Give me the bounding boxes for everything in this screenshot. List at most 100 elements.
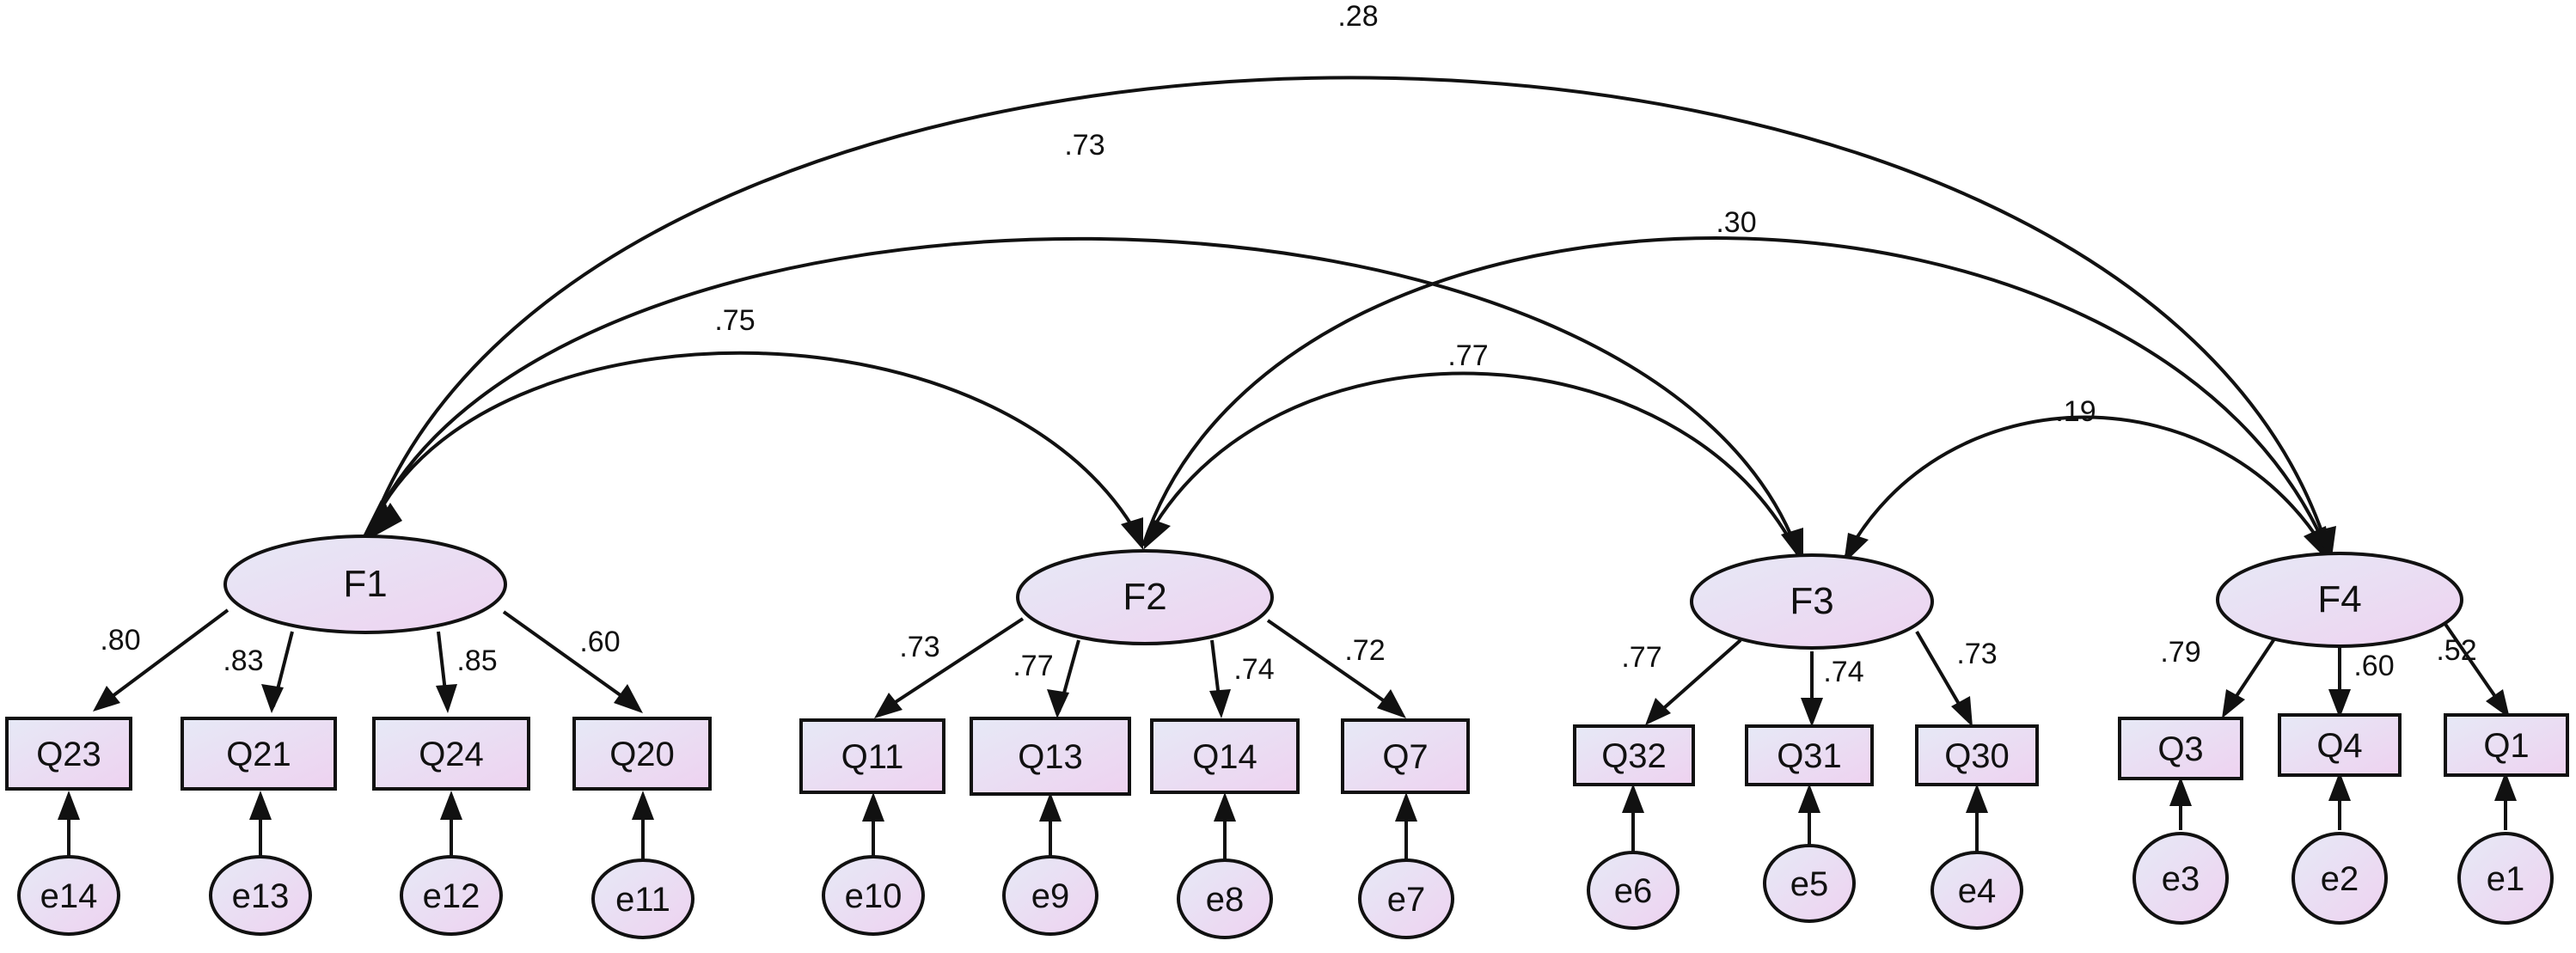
factor-label-F1: F1 — [343, 563, 387, 605]
indicator-box-Q4 — [2278, 713, 2402, 777]
error-label-e5: e5 — [1790, 865, 1829, 903]
error-node-e12 — [400, 855, 503, 936]
error-node-e7 — [1358, 858, 1454, 939]
loading-label-Q32: .77 — [1621, 641, 1661, 674]
indicator-box-Q30 — [1915, 724, 2039, 786]
loading-arrowheads — [93, 684, 2510, 727]
corr-arc-F1-F2 — [370, 351, 1145, 547]
corr-label-F3-F4: .19 — [2055, 395, 2096, 428]
error-head-e12 — [440, 791, 462, 820]
indicator-label-Q1: Q1 — [2483, 727, 2529, 765]
arrowhead-F2-right — [1143, 519, 1171, 550]
indicator-box-Q31 — [1745, 724, 1874, 786]
loading-labels: .80 .83 .85 .60 .73 .77 .74 .72 .77 .74 … — [100, 624, 2476, 688]
loading-arrow-Q32 — [1649, 638, 1742, 722]
indicator-box-Q21 — [181, 717, 337, 791]
corr-label-F1-F3: .73 — [1064, 129, 1104, 162]
indicator-label-Q4: Q4 — [2316, 727, 2362, 765]
error-head-e13 — [249, 791, 272, 820]
indicator-label-Q14: Q14 — [1192, 738, 1257, 776]
corr-label-F2-F4: .30 — [1716, 206, 1756, 239]
factor-node-F3 — [1690, 553, 1934, 650]
error-head-e4 — [1966, 784, 1988, 813]
factor-node-F2 — [1016, 549, 1274, 645]
loading-label-Q3: .79 — [2160, 636, 2200, 669]
error-label-e14: e14 — [40, 877, 98, 915]
error-node-e6 — [1587, 851, 1680, 930]
indicator-label-Q32: Q32 — [1601, 737, 1667, 775]
loading-label-Q23: .80 — [100, 624, 140, 657]
error-head-e3 — [2169, 777, 2192, 806]
error-head-e6 — [1622, 784, 1644, 813]
error-label-e10: e10 — [845, 877, 903, 915]
error-head-e7 — [1395, 792, 1417, 822]
error-head-e14 — [58, 791, 80, 820]
loading-label-Q4: .60 — [2353, 650, 2394, 682]
corr-arc-F2-F4 — [1141, 236, 2333, 561]
error-node-e9 — [1002, 855, 1098, 936]
arrowhead-F1c — [368, 503, 402, 540]
error-node-e1 — [2457, 832, 2554, 925]
error-node-e11 — [591, 858, 694, 939]
factor-node-F1 — [223, 535, 507, 634]
error-arrowheads — [58, 772, 2517, 822]
indicator-label-Q21: Q21 — [226, 736, 291, 773]
error-node-e8 — [1177, 858, 1273, 939]
error-node-e4 — [1930, 851, 2023, 930]
factor-label-F2: F2 — [1123, 576, 1166, 618]
loading-head-Q11 — [874, 693, 903, 718]
indicator-label-Q13: Q13 — [1018, 738, 1083, 776]
error-head-e2 — [2328, 772, 2351, 801]
corr-arc-F3-F4 — [1842, 415, 2333, 561]
error-node-e10 — [822, 855, 925, 936]
error-label-e13: e13 — [232, 877, 290, 915]
loading-head-Q4 — [2328, 689, 2351, 718]
indicator-box-Q11 — [799, 718, 945, 794]
correlation-labels: .75 .73 .28 .77 .30 .19 — [714, 0, 2096, 428]
error-head-e8 — [1214, 792, 1236, 822]
loading-arrow-Q11 — [879, 617, 1025, 713]
indicator-label-Q11: Q11 — [841, 738, 904, 776]
indicator-label-Q7: Q7 — [1382, 738, 1428, 776]
loading-label-Q7: .72 — [1344, 634, 1385, 667]
indicator-box-Q7 — [1341, 718, 1470, 794]
error-node-e5 — [1763, 844, 1856, 923]
loading-head-Q7 — [1377, 689, 1406, 718]
indicator-box-Q13 — [970, 717, 1131, 796]
loading-head-Q24 — [436, 684, 457, 713]
factor-nodes: F1 F2 F3 F4 — [223, 535, 2463, 650]
loading-head-Q30 — [1951, 696, 1973, 727]
corr-label-F2-F3: .77 — [1447, 339, 1488, 372]
arrowhead-F1 — [361, 500, 385, 540]
indicator-box-Q32 — [1573, 724, 1695, 786]
error-node-e3 — [2132, 832, 2229, 925]
corr-arc-F1-F4 — [370, 76, 2333, 561]
error-label-e1: e1 — [2487, 860, 2525, 898]
loading-arrow-Q20 — [502, 610, 638, 708]
loading-head-Q1 — [2486, 689, 2510, 718]
error-nodes: e14 e13 e12 e11 e10 e9 e8 e7 e6 e5 e4 e3… — [17, 832, 2554, 939]
factor-node-F4 — [2216, 552, 2463, 648]
indicator-label-Q23: Q23 — [36, 736, 101, 773]
error-label-e9: e9 — [1031, 877, 1070, 915]
loading-head-Q23 — [93, 686, 120, 712]
error-node-e2 — [2291, 832, 2388, 925]
error-label-e11: e11 — [615, 881, 670, 919]
error-head-e9 — [1039, 792, 1062, 822]
loading-head-Q20 — [614, 684, 643, 713]
correlation-arcs — [370, 76, 2333, 561]
error-node-e13 — [209, 855, 312, 936]
indicator-box-Q20 — [572, 717, 712, 791]
indicator-label-Q24: Q24 — [419, 736, 484, 773]
loading-head-Q14 — [1209, 689, 1231, 718]
indicator-label-Q30: Q30 — [1944, 737, 2010, 775]
corr-arc-F1-F3 — [370, 236, 1802, 561]
error-head-e11 — [632, 791, 654, 820]
loading-label-Q11: .73 — [899, 631, 939, 663]
loading-label-Q30: .73 — [1956, 638, 1997, 670]
correlation-arrowheads — [361, 500, 2336, 564]
loading-label-Q21: .83 — [223, 644, 263, 677]
loading-head-Q31 — [1801, 698, 1823, 727]
